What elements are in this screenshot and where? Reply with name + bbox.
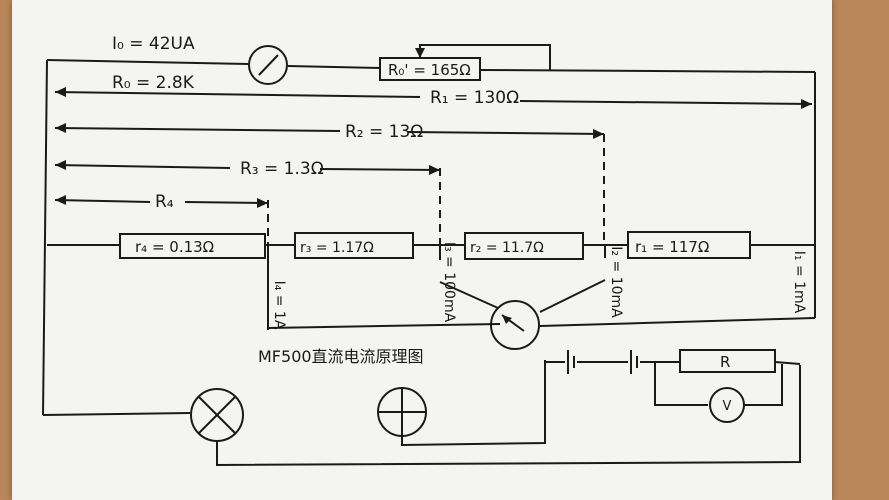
arrow-r2-left — [55, 123, 66, 133]
wire-voltmeter-right — [744, 364, 783, 406]
label-r1-total: R₁ = 130Ω — [430, 88, 519, 108]
wire-i4-to-meter — [267, 323, 501, 329]
span-r3-right — [319, 168, 441, 171]
span-r4-left — [54, 199, 151, 203]
resistor-r0-prime — [379, 57, 481, 81]
wire-meter-to-i1 — [539, 317, 816, 327]
label-r0: R₀ = 2.8K — [112, 73, 195, 93]
label-i0: I₀ = 42UA — [112, 34, 195, 54]
label-r3: r₃ = 1.17Ω — [300, 240, 374, 256]
label-i3: I₃ = 100mA — [441, 242, 457, 323]
label-r4: r₄ = 0.13Ω — [135, 238, 214, 256]
resistor-r — [679, 349, 776, 373]
wire-ammeter-to-battery — [401, 360, 546, 447]
label-r3-total: R₃ = 1.3Ω — [240, 159, 324, 179]
top-wire-middle — [287, 65, 381, 69]
meter-i0-needle — [258, 54, 279, 76]
meter-i0 — [248, 45, 288, 85]
arrow-r3-right — [429, 165, 440, 175]
span-r4-right — [184, 201, 269, 204]
span-r3-left — [54, 164, 231, 169]
paper-sheet — [12, 0, 832, 500]
arrow-r3-left — [55, 160, 66, 170]
label-r1: r₁ = 117Ω — [635, 238, 709, 256]
span-r1-right — [519, 100, 813, 105]
wire-r-right — [774, 361, 801, 365]
wire-rail-to-lamp — [42, 412, 191, 416]
wire-i3-to-meter — [439, 281, 499, 309]
arrow-r4-right — [257, 198, 268, 208]
label-r-load: R — [720, 353, 730, 371]
label-r2: r₂ = 11.7Ω — [470, 240, 544, 256]
label-voltmeter: V — [723, 399, 732, 414]
span-r2-right — [407, 131, 605, 135]
lamp-cross-2 — [198, 396, 236, 434]
label-r0-prime: R₀' = 165Ω — [388, 61, 471, 79]
left-rail — [42, 59, 48, 416]
arrow-r1-right — [801, 99, 812, 109]
wire-i2-to-meter — [539, 279, 606, 313]
main-meter — [490, 300, 540, 350]
span-r2-left — [54, 127, 341, 132]
arrow-r4-left — [55, 195, 66, 205]
wire-lamp-to-right — [216, 365, 801, 467]
label-r2-total: R₂ = 13Ω — [345, 122, 423, 142]
label-i4: I₄ = 1A — [271, 281, 287, 330]
top-wire-left — [46, 59, 249, 65]
label-r4-total: R₄ — [155, 192, 174, 212]
label-i2: I₂ = 10mA — [608, 246, 624, 318]
span-r0-r1-left — [54, 91, 421, 98]
arrow-wiper — [415, 48, 425, 58]
arrow-r0-left — [55, 87, 66, 97]
top-wire-right — [479, 69, 816, 73]
diagram-title: MF500直流电流原理图 — [258, 347, 424, 366]
arrow-r2-right — [593, 129, 604, 139]
arrow-main-meter — [502, 315, 512, 324]
label-i1: I₁ = 1mA — [791, 251, 807, 314]
wire-voltmeter-left — [654, 362, 708, 406]
